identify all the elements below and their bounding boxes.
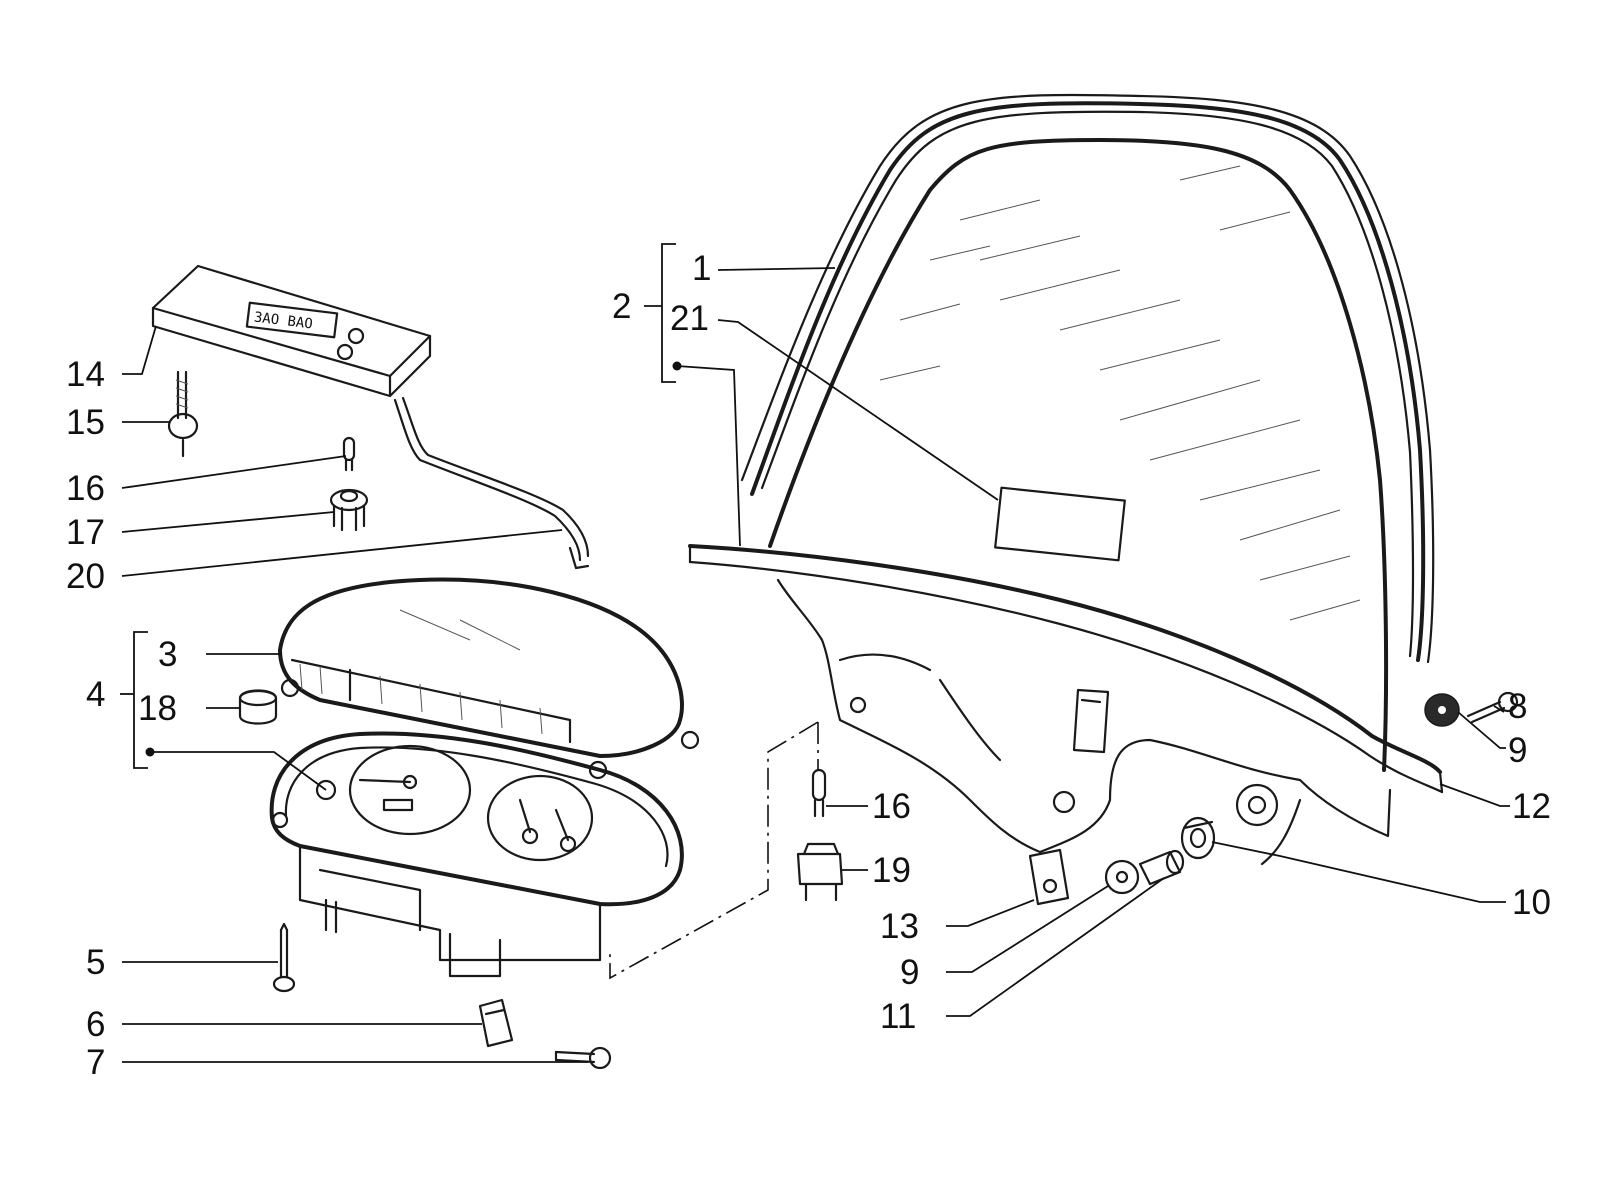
callout-7: 7 [86,1043,105,1082]
clock-button-bottom [336,343,354,361]
digital-clock: ЗАО ВАО [151,264,590,570]
callout-5: 5 [86,943,105,982]
speedometer-dial [348,744,472,836]
callout-17: 17 [66,513,105,552]
lcd-readout: ЗАО ВАО [253,309,314,332]
gauge-dial [486,774,594,862]
callout-2: 2 [612,287,631,326]
callout-4: 4 [86,675,105,714]
assembly-line-panel [609,721,819,980]
grommet-10 [1180,816,1216,860]
lcd-window [245,301,339,339]
callout-14: 14 [66,355,105,394]
callout-16-lower: 16 [872,787,911,826]
clip-13 [1028,848,1070,906]
windshield [688,93,1444,794]
washer-9-lower [1104,859,1140,895]
clock-button-top [347,327,365,345]
washer-9-upper [1424,693,1460,727]
front-shield-bracket [776,578,1392,866]
spacer-11 [1138,849,1185,886]
screw-15 [167,370,199,458]
callout-12: 12 [1512,787,1551,826]
sticker-label [994,486,1126,562]
callout-21: 21 [670,299,709,338]
socket-19 [796,842,844,902]
callout-13: 13 [880,907,919,946]
bulb-16-lower [811,768,827,818]
callout-11: 11 [880,997,916,1036]
callout-10: 10 [1512,883,1551,922]
leader-lines [120,243,1510,1063]
socket-17 [329,488,369,532]
callout-15: 15 [66,403,105,442]
callout-20: 20 [66,557,105,596]
callout-8: 8 [1508,687,1527,726]
callout-3: 3 [158,635,177,674]
plug-18 [238,689,278,725]
instrument-panel [269,731,684,978]
callout-9-upper: 9 [1508,731,1527,770]
screw-5 [272,922,296,993]
bulb-16-upper [342,436,356,472]
callout-18: 18 [138,689,177,728]
cover-hatching [299,609,543,735]
callout-19: 19 [872,851,911,890]
instrument-cover [278,577,700,780]
callout-1: 1 [692,249,711,288]
screw-8 [1466,691,1519,724]
callout-16-upper: 16 [66,469,105,508]
callout-6: 6 [86,1005,105,1044]
clip-6 [478,998,514,1048]
screw-7 [554,1046,612,1070]
panel-bulb-hole [315,779,337,801]
glass-hatching [879,165,1361,621]
callout-9-lower: 9 [900,953,919,992]
callout-labels: 1 2 21 14 15 16 17 20 4 3 18 5 6 7 16 19… [66,249,1551,1082]
